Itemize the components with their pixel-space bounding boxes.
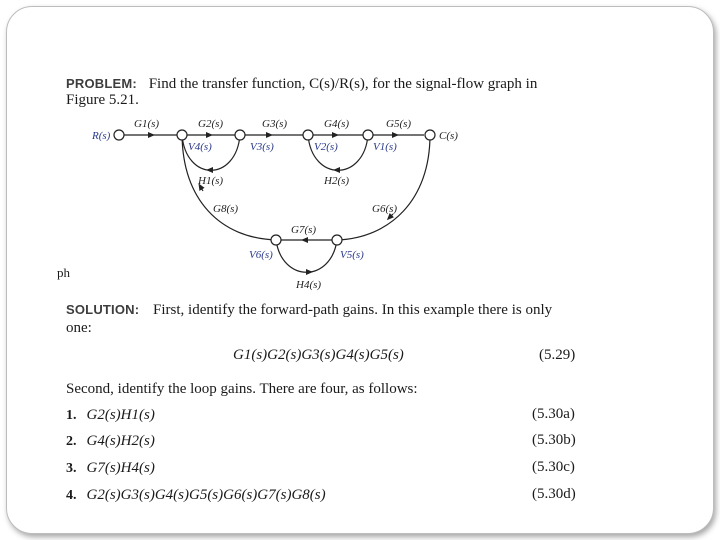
- equation-number: (5.30d): [532, 486, 576, 502]
- loop-item-2: 2. G4(s)H2(s): [66, 432, 155, 450]
- solution-label: SOLUTION:: [66, 302, 140, 317]
- node-V1: [362, 129, 374, 141]
- node-label-V1: V1(s): [373, 141, 397, 153]
- node-V4: [176, 129, 188, 141]
- gain-G6: G6(s): [372, 203, 397, 215]
- gain-G8: G8(s): [213, 203, 238, 215]
- problem-figure-ref: Figure 5.21.: [66, 92, 139, 108]
- node-label-V6: V6(s): [249, 249, 273, 261]
- loop-number: 2.: [66, 434, 77, 449]
- equation-number: (5.30b): [532, 432, 576, 448]
- node-label-V5: V5(s): [340, 249, 364, 261]
- node-V2: [302, 129, 314, 141]
- loop-expression: G2(s)H1(s): [86, 407, 155, 423]
- node-label-V2: V2(s): [314, 141, 338, 153]
- problem-statement: PROBLEM: Find the transfer function, C(s…: [66, 76, 537, 93]
- loop-item-1: 1. G2(s)H1(s): [66, 406, 155, 424]
- loop-number: 4.: [66, 488, 77, 503]
- gain-H1: H1(s): [197, 175, 223, 187]
- gain-G4: G4(s): [324, 118, 349, 130]
- loop-expression: G2(s)G3(s)G4(s)G5(s)G6(s)G7(s)G8(s): [86, 487, 326, 503]
- problem-label: PROBLEM:: [66, 76, 137, 91]
- stray-text: ph: [57, 265, 70, 280]
- loop-item-3: 3. G7(s)H4(s): [66, 459, 155, 477]
- loop-gains-intro: Second, identify the loop gains. There a…: [66, 381, 418, 397]
- signal-flow-graph: R(s) C(s) G1(s) G2(s) G3(s) G4(s) G5(s) …: [91, 118, 458, 291]
- problem-text: Find the transfer function, C(s)/R(s), f…: [148, 76, 538, 92]
- gain-G5: G5(s): [386, 118, 411, 130]
- loop-number: 1.: [66, 408, 77, 423]
- input-node-label: R(s): [91, 130, 111, 142]
- node-C: [424, 129, 436, 141]
- loop-expression: G7(s)H4(s): [86, 460, 155, 476]
- loop-expression: G4(s)H2(s): [86, 433, 155, 449]
- node-V3: [234, 129, 246, 141]
- loop-number: 3.: [66, 461, 77, 476]
- gain-G3: G3(s): [262, 118, 287, 130]
- gain-G2: G2(s): [198, 118, 223, 130]
- node-V6: [270, 234, 282, 246]
- equation-number-5-29: (5.29): [539, 347, 576, 363]
- slide-frame: [6, 6, 714, 534]
- gain-H2: H2(s): [323, 175, 349, 187]
- gain-G1: G1(s): [134, 118, 159, 130]
- node-V5: [331, 234, 343, 246]
- loop-item-4: 4. G2(s)G3(s)G4(s)G5(s)G6(s)G7(s)G8(s): [66, 486, 326, 504]
- gain-H4: H4(s): [295, 279, 321, 291]
- forward-path-equation: G1(s)G2(s)G3(s)G4(s)G5(s): [233, 347, 404, 363]
- gain-G7: G7(s): [291, 224, 316, 236]
- solution-statement: SOLUTION: First, identify the forward-pa…: [66, 302, 552, 319]
- equation-number: (5.30c): [532, 459, 575, 475]
- node-R: [113, 129, 125, 141]
- output-node-label: C(s): [439, 130, 458, 142]
- solution-text: First, identify the forward-path gains. …: [153, 302, 553, 318]
- equation-number: (5.30a): [532, 406, 575, 422]
- node-label-V4: V4(s): [188, 141, 212, 153]
- solution-text-continued: one:: [66, 320, 92, 336]
- node-label-V3: V3(s): [250, 141, 274, 153]
